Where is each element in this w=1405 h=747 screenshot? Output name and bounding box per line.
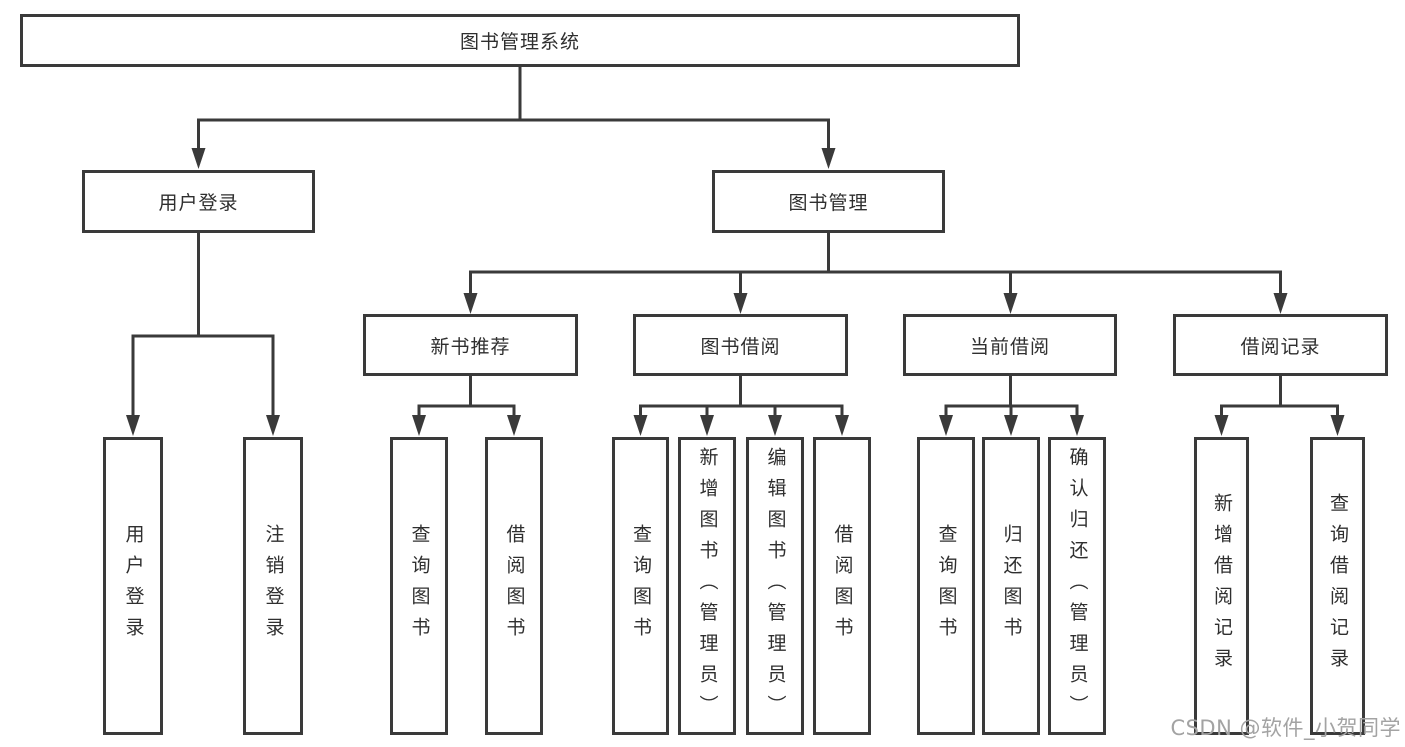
- node-current-borrow: 当前借阅: [903, 314, 1117, 376]
- leaf-label: 查询图书: [630, 524, 652, 648]
- leaf-label: 借阅图书: [831, 524, 854, 648]
- leaf-borrow-borrow-book: 借阅图书: [813, 437, 871, 735]
- node-root-system: 图书管理系统: [20, 14, 1020, 67]
- leaf-current-query-book: 查询图书: [917, 437, 975, 735]
- leaf-label: 编辑图书（管理员）: [764, 446, 787, 726]
- leaf-borrow-edit-book-admin: 编辑图书（管理员）: [746, 437, 804, 735]
- node-user-login-branch: 用户登录: [82, 170, 315, 233]
- leaf-new-book-borrow: 借阅图书: [485, 437, 543, 735]
- csdn-watermark: CSDN @软件_小贺同学: [1170, 716, 1401, 740]
- connector-current-borrow-to-leaves: [939, 374, 1084, 436]
- leaf-label: 注销登录: [262, 524, 285, 648]
- leaf-label: 新增图书（管理员）: [696, 446, 719, 726]
- leaf-label: 确认归还（管理员）: [1066, 446, 1089, 726]
- leaf-label: 新增借阅记录: [1211, 493, 1233, 679]
- node-new-book-recommend: 新书推荐: [363, 314, 578, 376]
- connector-borrow-records-to-leaves: [1214, 374, 1345, 436]
- leaf-label: 归还图书: [1000, 524, 1023, 648]
- leaf-current-confirm-return-admin: 确认归还（管理员）: [1048, 437, 1106, 735]
- leaf-label: 查询图书: [408, 524, 431, 648]
- leaf-label: 借阅图书: [503, 524, 526, 648]
- connector-book-borrow-to-leaves: [633, 374, 849, 436]
- leaf-label: 查询借阅记录: [1327, 493, 1349, 679]
- connector-book-management-to-groups: [463, 231, 1288, 314]
- leaf-current-return-book: 归还图书: [982, 437, 1040, 735]
- node-book-management-branch: 图书管理: [712, 170, 945, 233]
- leaf-records-query-record: 查询借阅记录: [1310, 437, 1365, 735]
- node-borrow-records: 借阅记录: [1173, 314, 1388, 376]
- connector-new-book-to-leaves: [412, 374, 521, 436]
- leaf-logout: 注销登录: [243, 437, 303, 735]
- leaf-records-add-record: 新增借阅记录: [1194, 437, 1249, 735]
- node-book-borrow: 图书借阅: [633, 314, 848, 376]
- leaf-label: 查询图书: [935, 524, 958, 648]
- leaf-user-login: 用户登录: [103, 437, 163, 735]
- connector-user-login-to-leaves: [126, 231, 280, 436]
- leaf-new-book-query: 查询图书: [390, 437, 448, 735]
- leaf-borrow-add-book-admin: 新增图书（管理员）: [678, 437, 736, 735]
- connector-root-to-branches: [191, 66, 836, 169]
- leaf-label: 用户登录: [122, 524, 145, 648]
- leaf-borrow-query-book: 查询图书: [612, 437, 669, 735]
